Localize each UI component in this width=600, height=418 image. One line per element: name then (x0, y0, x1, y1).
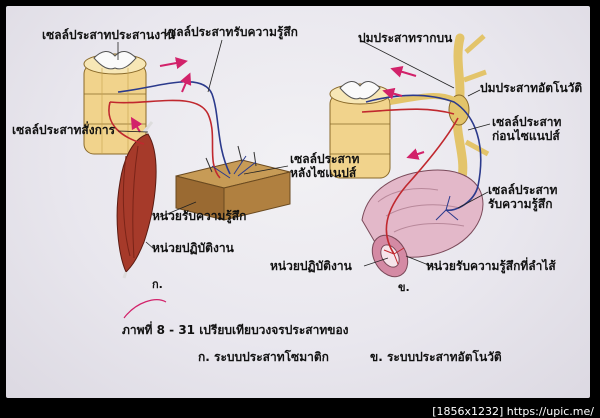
label-sensory-b-line1: เซลล์ประสาท (488, 183, 558, 197)
caption-mark (123, 299, 167, 319)
label-panel-b: ข. (398, 281, 410, 294)
neuron-paths-a (108, 57, 257, 179)
textbook-page: เซลล์ประสาทประสานงาน เซลล์ประสาทสั่งการ … (6, 6, 590, 398)
autonomic-ganglion-chain (389, 33, 490, 183)
caption-title: ภาพที่ 8 - 31 เปรียบเทียบวงจรประสาทของ (122, 323, 349, 337)
intestine-b (361, 169, 484, 278)
label-motor-neuron: เซลล์ประสาทสั่งการ (12, 123, 116, 137)
spinal-cord-b (329, 81, 391, 179)
label-sensory-b-line2: รับความรู้สึก (488, 196, 553, 211)
spinal-cord-a (83, 51, 147, 155)
label-postganglionic-line1: เซลล์ประสาท (290, 152, 360, 166)
muscle-a (116, 121, 157, 279)
leader-lines (117, 39, 491, 269)
label-autonomic-ganglion: ปมประสาทอัตโนวัติ (480, 81, 583, 95)
label-panel-a: ก. (152, 278, 163, 291)
image-info-footer: [1856x1232] https://upic.me/ (432, 405, 594, 418)
label-effector-a: หน่วยปฏิบัติงาน (152, 241, 234, 255)
label-receptor-a: หน่วยรับความรู้สึก (152, 209, 247, 223)
neuron-paths-b (361, 65, 482, 265)
skin-block-a (175, 145, 291, 221)
label-preganglionic-line1: เซลล์ประสาท (492, 115, 562, 129)
label-receptor-b: หน่วยรับความรู้สึกที่ลำไส้ (426, 259, 556, 273)
label-postganglionic-line2: หลังไซแนปส์ (290, 165, 357, 180)
label-preganglionic: เซลล์ประสาท ก่อนไซแนปส์ (492, 115, 562, 144)
label-dorsal-root-ganglion: ปมประสาทรากบน (358, 31, 453, 45)
label-sensory-neuron-b: เซลล์ประสาท รับความรู้สึก (488, 183, 558, 212)
caption-part-b: ข. ระบบประสาทอัตโนวัติ (370, 350, 502, 364)
label-preganglionic-line2: ก่อนไซแนปส์ (492, 128, 560, 143)
label-effector-b: หน่วยปฏิบัติงาน (270, 259, 352, 273)
label-interneuron: เซลล์ประสาทประสานงาน (42, 28, 176, 42)
label-sensory-neuron-a: เซลล์ประสาทรับความรู้สึก (164, 25, 298, 39)
reflex-arc-diagram (83, 33, 491, 319)
caption-part-a: ก. ระบบประสาทโซมาติก (198, 350, 329, 364)
label-postganglionic: เซลล์ประสาท หลังไซแนปส์ (290, 152, 360, 181)
